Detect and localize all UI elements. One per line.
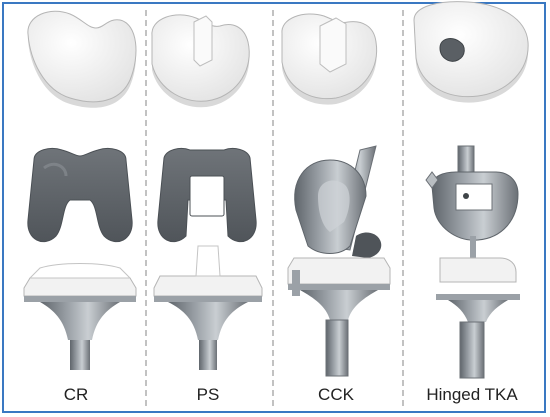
cr-tibial-component: [23, 263, 137, 370]
ps-column: [151, 14, 263, 370]
cck-post: [319, 17, 347, 73]
cck-tibial-stem: [325, 319, 349, 377]
column-dividers: [145, 10, 404, 408]
cck-poly-insert: [281, 13, 378, 105]
hinged-poly-insert: [413, 1, 529, 103]
ps-poly-insert: [151, 14, 250, 108]
ps-tibial-component: [153, 245, 263, 370]
cck-femoral-component: [294, 145, 382, 258]
cck-tibial-component: [287, 257, 391, 377]
caption-cck: CCK: [318, 385, 354, 404]
hinged-post-hole: [439, 38, 465, 62]
cr-column: [23, 10, 137, 370]
cr-poly-insert: [27, 10, 137, 108]
hinged-tibial-stem: [459, 321, 485, 379]
caption-ps: PS: [196, 385, 220, 404]
hinged-column: [413, 1, 529, 379]
cck-column: [281, 13, 391, 377]
caption-hinged-tka: Hinged TKA: [426, 385, 518, 404]
hinged-femoral-component: [425, 145, 519, 269]
cr-femoral-component: [27, 147, 133, 242]
ps-femoral-component: [157, 147, 257, 242]
hinged-tibial-component: [436, 257, 520, 379]
ps-box-cutout: [189, 175, 225, 217]
caption-cr: CR: [63, 385, 89, 404]
ps-post: [193, 15, 213, 67]
